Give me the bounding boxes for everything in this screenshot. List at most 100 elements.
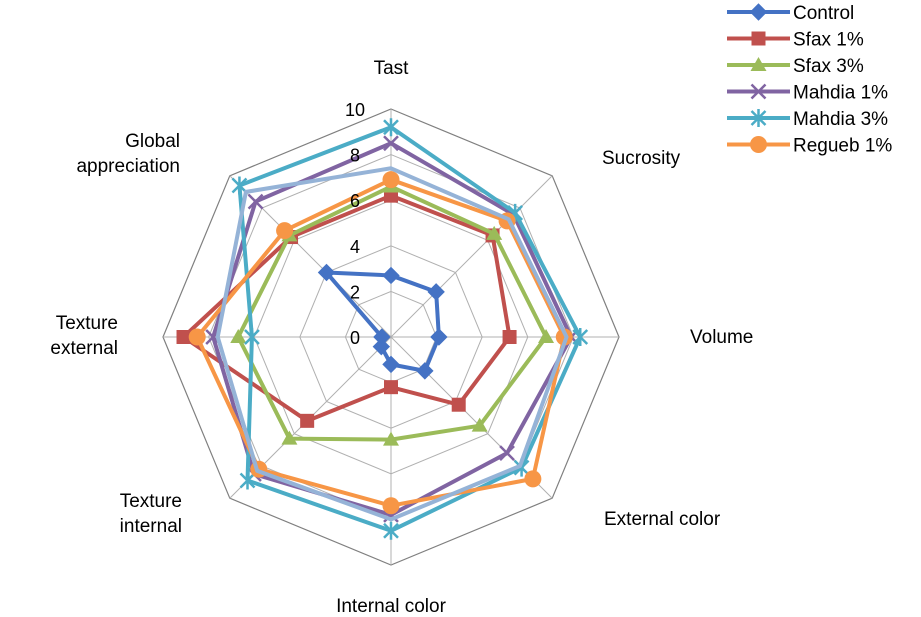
point-sfax-1-texture-external	[176, 330, 191, 344]
series-mahdia-3	[231, 118, 589, 540]
legend-label-sfax-1: Sfax 1%	[793, 30, 864, 51]
legend-marker-sfax-1	[751, 31, 766, 46]
legend-marker-control	[749, 3, 768, 21]
legend-entry-control: Control	[727, 3, 854, 24]
point-mahdia-1-external-color	[499, 445, 515, 461]
legend-marker-mahdia-1	[750, 83, 767, 100]
point-mahdia-1-external-color-stroke	[499, 445, 515, 461]
radial-tick-labels: 0 2 4 6 8 10	[345, 100, 365, 348]
point-mahdia-3-texture-external	[244, 328, 260, 346]
point-sfax-1-texture-internal	[300, 413, 315, 428]
legend-entry-sfax-1: Sfax 1%	[727, 30, 864, 51]
axis-label-global-appreciation-line-1: Global	[125, 131, 180, 152]
legend-marker-sfax-3	[750, 57, 767, 71]
point-sfax-1-internal-color	[384, 380, 398, 395]
point-control-sucrosity	[427, 283, 445, 301]
axis-label-texture-internal-line-2: internal	[120, 516, 182, 537]
series-sfax-3	[230, 178, 555, 446]
tick-label-0: 0	[350, 328, 360, 348]
point-mahdia-3-tast	[383, 118, 399, 137]
point-regueb-1-internal-color	[382, 497, 400, 515]
point-sfax-3-volume	[538, 329, 555, 343]
series-control	[317, 263, 448, 380]
point-sfax-3-sucrosity	[486, 225, 503, 240]
point-sfax-1-external-color	[451, 397, 466, 412]
axis-label-internal-color: Internal color	[336, 596, 447, 617]
axis-label-volume: Volume	[690, 327, 753, 348]
tick-label-10: 10	[345, 100, 365, 120]
axis-label-global-appreciation-line-2: appreciation	[76, 156, 180, 177]
point-sfax-3-texture-external	[230, 329, 247, 343]
tick-label-6: 6	[350, 191, 360, 211]
point-regueb-1-tast	[382, 171, 400, 189]
tick-label-4: 4	[350, 237, 360, 257]
legend-entry-sfax-3: Sfax 3%	[727, 56, 864, 77]
point-regueb-1-global-appreciation	[276, 222, 294, 240]
legend-marker-mahdia-3-stroke	[750, 109, 767, 127]
axis-label-internal-color-line-1: Internal color	[336, 596, 447, 617]
spoke-sucrosity	[390, 175, 553, 338]
point-mahdia-3-volume-stroke	[572, 328, 589, 346]
point-control-volume	[430, 328, 448, 346]
point-control-texture-internal	[372, 337, 391, 356]
legend-marker-mahdia-1-stroke	[750, 83, 767, 100]
axis-label-texture-internal-line-1: Texture	[120, 491, 182, 512]
tick-label-2: 2	[350, 282, 360, 302]
point-control-internal-color	[382, 355, 400, 374]
point-mahdia-3-global-appreciation	[231, 176, 248, 195]
point-mahdia-3-texture-internal-stroke	[239, 471, 256, 490]
point-mahdia-3-volume	[572, 328, 589, 346]
point-mahdia-1-global-appreciation	[247, 193, 264, 210]
axis-label-texture-internal: Texture internal	[120, 491, 182, 537]
axis-label-external-color-line-1: External color	[604, 509, 721, 530]
legend-label-mahdia-3: Mahdia 3%	[793, 109, 888, 130]
legend-label-mahdia-1: Mahdia 1%	[793, 83, 888, 104]
point-mahdia-1-tast	[383, 135, 399, 152]
point-sfax-3-external-color	[471, 417, 488, 432]
point-sfax-3-internal-color	[383, 431, 399, 446]
axis-label-texture-external-line-1: Texture	[56, 313, 118, 334]
axis-label-tast-line-1: Tast	[374, 58, 410, 79]
legend-marker-mahdia-3	[750, 109, 767, 127]
axis-label-sucrosity-line-1: Sucrosity	[602, 148, 681, 169]
point-mahdia-3-texture-external-stroke	[244, 328, 260, 346]
axis-label-tast: Tast	[374, 58, 410, 79]
point-regueb-1-external-color	[524, 470, 542, 488]
point-mahdia-3-tast-stroke	[383, 118, 399, 137]
legend-marker-regueb-1	[750, 136, 767, 153]
legend-label-control: Control	[793, 3, 854, 24]
tick-label-8: 8	[350, 146, 360, 166]
axis-label-texture-external: Texture external	[50, 313, 118, 359]
axis-label-texture-external-line-2: external	[50, 338, 118, 359]
axis-label-sucrosity: Sucrosity	[602, 148, 681, 169]
point-control-global-appreciation	[317, 263, 336, 282]
point-sfax-1-volume	[502, 330, 517, 344]
legend-entry-mahdia-1: Mahdia 1%	[727, 83, 888, 104]
series-line-series-7	[215, 166, 569, 522]
axis-label-external-color: External color	[604, 509, 721, 530]
point-mahdia-3-internal-color-stroke	[383, 521, 399, 540]
point-mahdia-3-internal-color	[383, 521, 399, 540]
point-regueb-1-texture-external	[188, 328, 206, 346]
legend-entry-regueb-1: Regueb 1%	[727, 136, 892, 157]
legend-label-sfax-3: Sfax 3%	[793, 56, 864, 77]
legend-label-regueb-1: Regueb 1%	[793, 136, 892, 157]
point-control-tast	[382, 266, 400, 285]
axis-label-global-appreciation: Global appreciation	[76, 131, 180, 177]
point-sfax-3-texture-internal	[281, 430, 298, 445]
point-control-external-color	[416, 362, 434, 380]
legend-entry-mahdia-3: Mahdia 3%	[727, 109, 888, 130]
series-lines	[176, 118, 589, 540]
series-line-control	[324, 270, 441, 373]
point-mahdia-3-global-appreciation-stroke	[231, 176, 248, 195]
axis-label-volume-line-1: Volume	[690, 327, 753, 348]
point-regueb-1-volume	[555, 328, 573, 346]
point-mahdia-1-tast-stroke	[383, 135, 399, 152]
point-mahdia-1-global-appreciation-stroke	[247, 193, 264, 210]
series-series-7	[215, 166, 569, 522]
point-control-texture-external	[373, 328, 391, 346]
point-mahdia-3-texture-internal	[239, 471, 256, 490]
